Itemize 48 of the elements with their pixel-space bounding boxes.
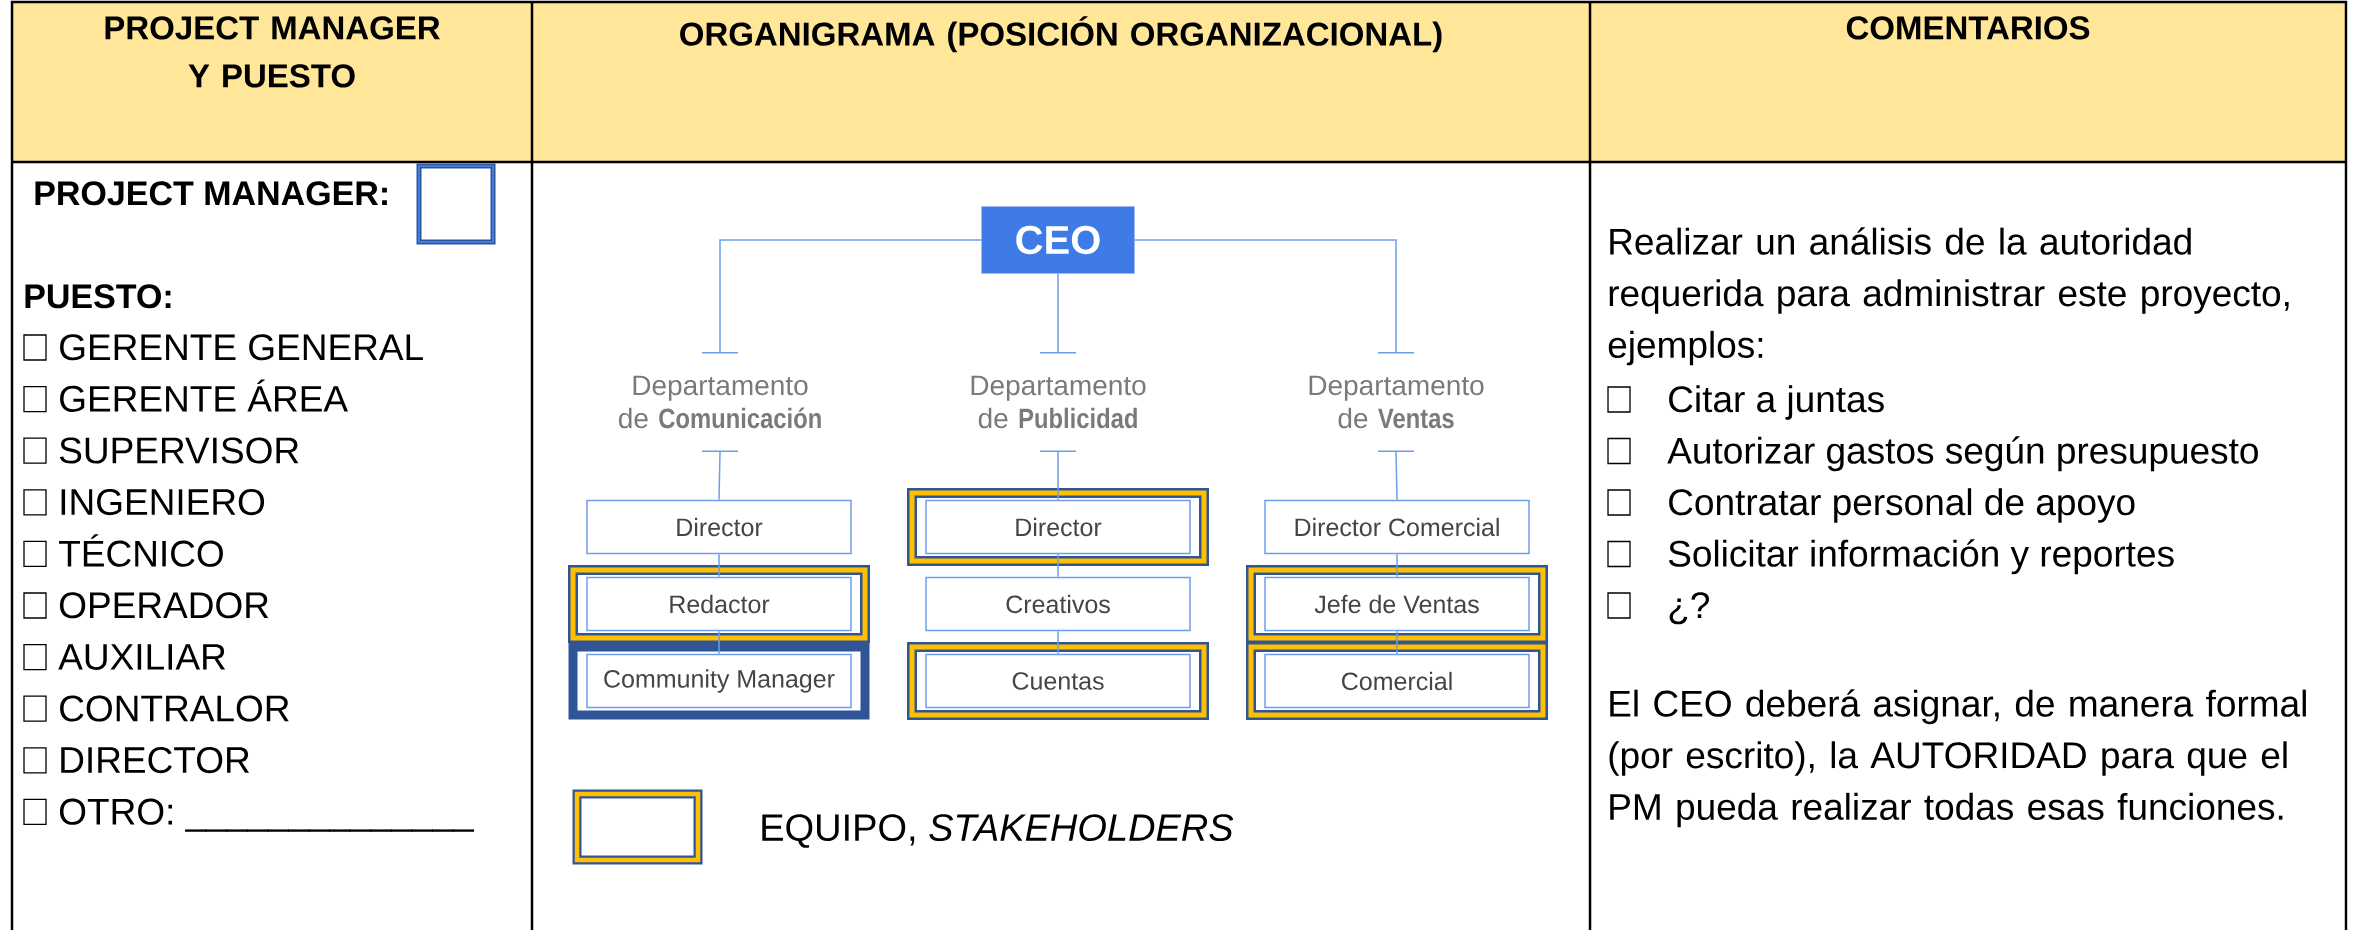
option-text: INGENIERO bbox=[61, 489, 265, 516]
option-text: GERENTE ÁREA bbox=[60, 379, 348, 412]
position-box: Redactor bbox=[586, 576, 852, 632]
comment-paragraph: El CEO deberá asignar, de manera formal (por escrito), la AUTORIDAD para que el PM pueda realizar todas esas funciones. bbox=[1609, 689, 2306, 828]
connector-line bbox=[1133, 239, 1415, 354]
option-text: Autorizar gastos según presupuesto bbox=[1667, 436, 2258, 472]
option-text: SUPERVISOR bbox=[59, 437, 299, 464]
position-box: Director Comercial bbox=[1264, 499, 1530, 555]
option-text: GERENTE GENERAL bbox=[60, 334, 423, 361]
connector-line bbox=[701, 239, 983, 354]
option-text: Solicitar información y reportes bbox=[1668, 539, 2174, 575]
position-box: Director bbox=[925, 499, 1191, 555]
position-box: Director bbox=[586, 499, 852, 555]
connector-line bbox=[718, 630, 720, 655]
connector-line bbox=[1039, 272, 1077, 354]
option-text: Contratar personal de apoyo bbox=[1669, 488, 2135, 523]
connector-line bbox=[718, 553, 720, 578]
option-text: ¿? bbox=[1669, 592, 1709, 625]
department-label: Departamento de Ventas bbox=[1309, 375, 1484, 429]
position-box: Community Manager bbox=[586, 653, 852, 709]
connector-line bbox=[1057, 553, 1059, 578]
option-text: AUXILIAR bbox=[58, 644, 226, 670]
position-box: Comercial bbox=[1264, 653, 1530, 709]
position-box: Cuentas bbox=[925, 653, 1191, 709]
option-text: OTRO: ______________ bbox=[59, 798, 475, 832]
legend-text: EQUIPO, STAKEHOLDERS bbox=[762, 814, 1234, 848]
option-text: Citar a juntas bbox=[1669, 385, 1884, 420]
field-label: PUESTO: bbox=[25, 284, 171, 309]
connector-line bbox=[1396, 553, 1398, 578]
executive-box: CEO bbox=[981, 206, 1135, 274]
connector-line bbox=[1377, 450, 1415, 501]
connector-line bbox=[1039, 450, 1077, 501]
connector-line bbox=[1396, 630, 1398, 655]
position-box: Creativos bbox=[925, 576, 1191, 632]
comment-paragraph: Realizar un análisis de la autoridad requerida para administrar este proyecto, ejemplos: bbox=[1608, 227, 2289, 366]
position-box: Jefe de Ventas bbox=[1264, 576, 1530, 632]
option-text: TÉCNICO bbox=[59, 534, 223, 567]
column-heading: PROJECT MANAGER Y PUESTO bbox=[105, 16, 440, 88]
connector-line bbox=[701, 450, 739, 501]
column-heading: ORGANIGRAMA (POSICIÓN ORGANIZACIONAL) bbox=[680, 16, 1442, 53]
option-text: CONTRALOR bbox=[60, 695, 289, 722]
column-heading: COMENTARIOS bbox=[1846, 16, 2090, 40]
option-text: DIRECTOR bbox=[61, 747, 250, 774]
field-label: PROJECT MANAGER: bbox=[35, 181, 387, 206]
connector-line bbox=[1057, 630, 1059, 655]
department-label: Departamento de Publicidad bbox=[971, 375, 1146, 429]
department-label: Departamento de Comunicación bbox=[618, 375, 821, 429]
option-text: OPERADOR bbox=[59, 592, 269, 619]
